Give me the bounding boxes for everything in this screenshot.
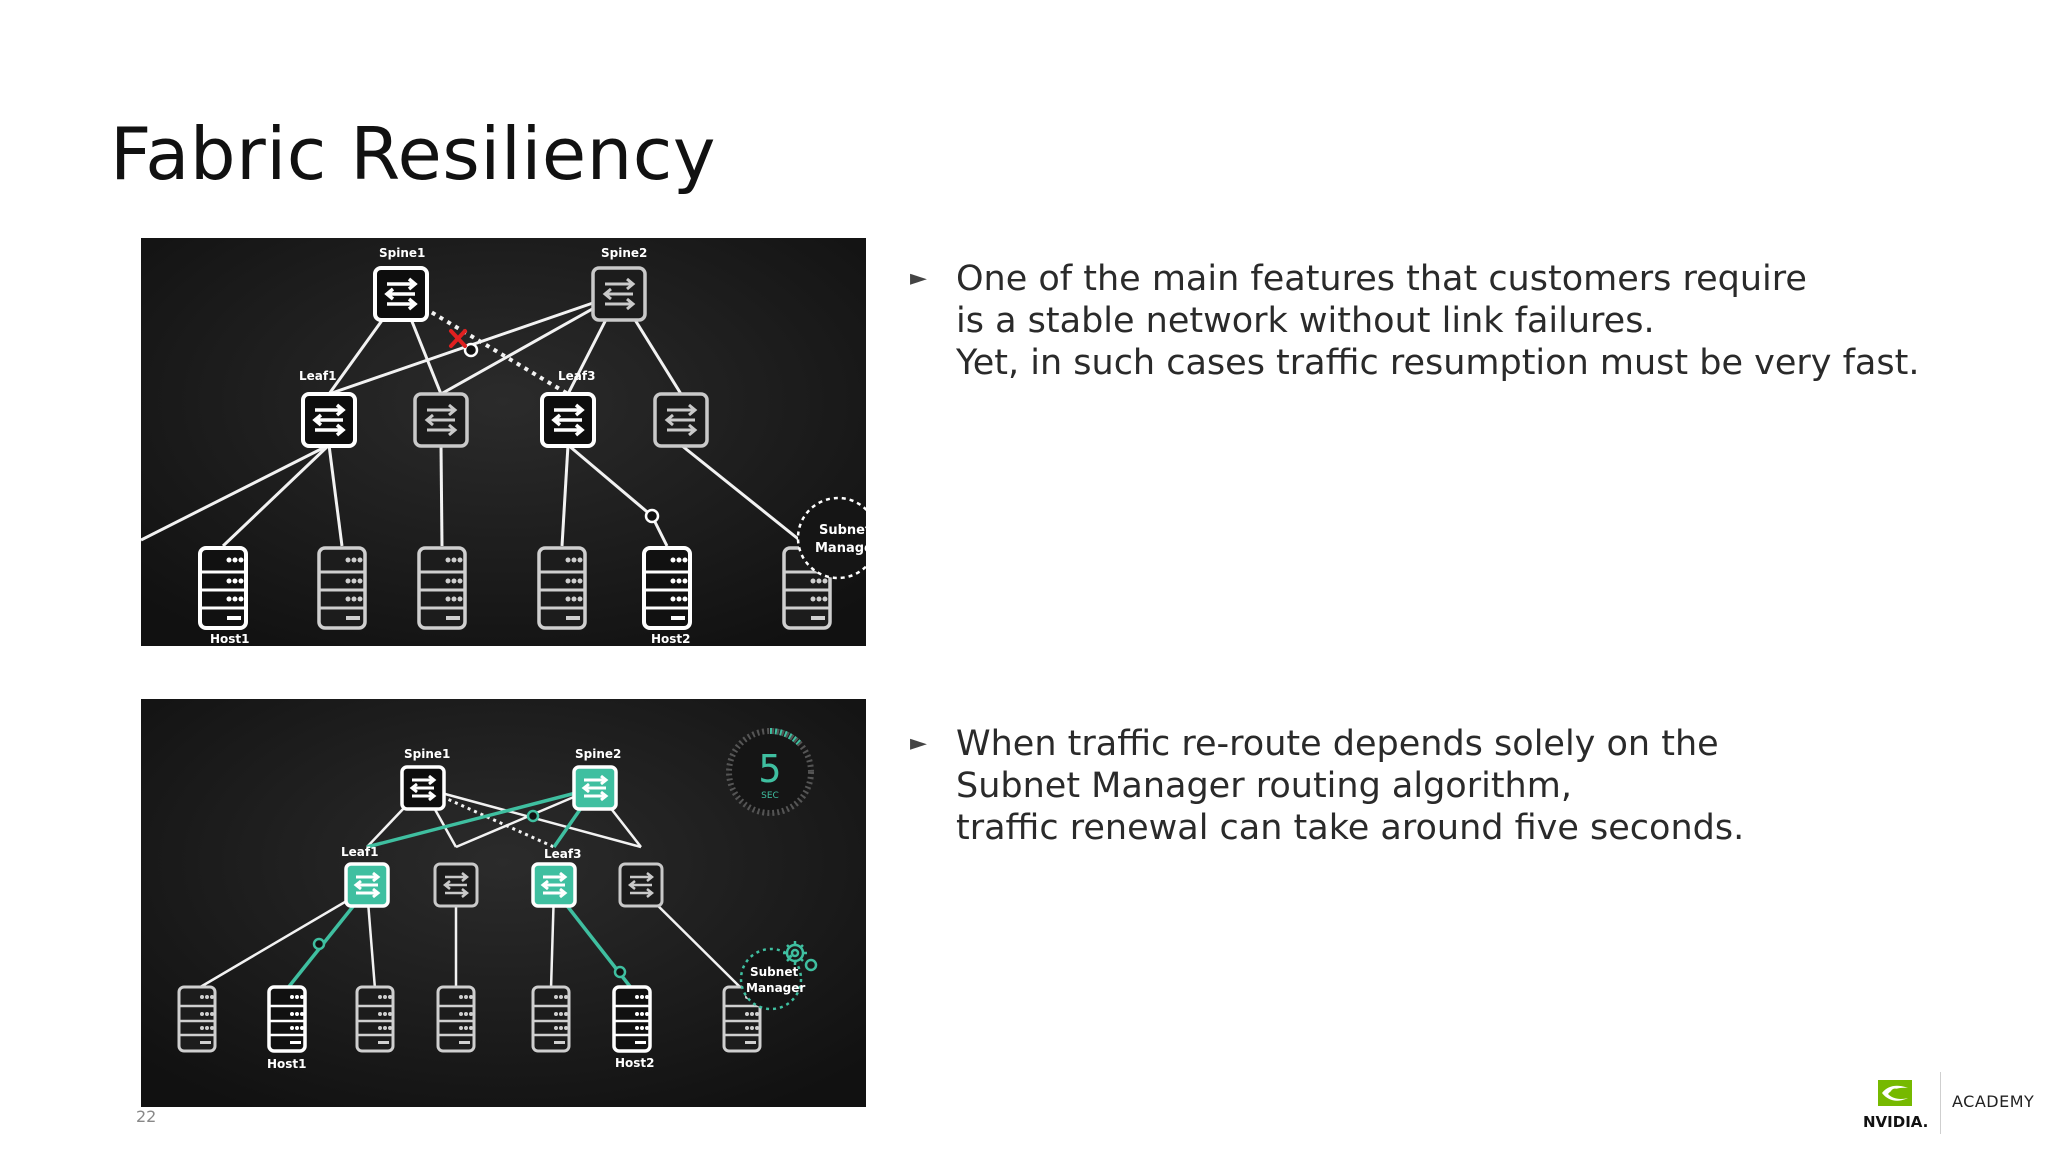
academy-label: ACADEMY: [1952, 1092, 2035, 1111]
leaf3-switch-icon: [540, 392, 596, 448]
leaf4-switch-icon: [653, 392, 709, 448]
server-icon: [537, 546, 587, 630]
host1-label: Host1: [210, 632, 250, 646]
bullet-point-2: ► When traffic re-route depends solely o…: [910, 723, 1970, 849]
link-endpoint: [613, 965, 627, 979]
host1-server-icon: [198, 546, 248, 630]
nvidia-logo: NVIDIA.: [1863, 1080, 1928, 1131]
timer-unit: SEC: [761, 791, 779, 801]
link-endpoint: [463, 342, 479, 358]
subnet-manager-label-2: Manage: [815, 541, 866, 556]
spine2-switch-icon: [591, 266, 647, 322]
fabric-diagram-reroute: Subnet Manager 5 SEC Spine1 Spine2 Leaf1…: [141, 699, 866, 1107]
server-icon: [531, 985, 571, 1053]
leaf1-switch-icon: [344, 862, 390, 908]
host1-server-icon: [267, 985, 307, 1053]
link-failure-x-icon: [449, 329, 467, 348]
server-icon: [355, 985, 395, 1053]
spine1-label: Spine1: [379, 246, 425, 260]
bullet-point-1: ► One of the main features that customer…: [910, 258, 1970, 384]
spine1-label: Spine1: [404, 747, 450, 761]
bullet-1-line-3: Yet, in such cases traffic resumption mu…: [956, 343, 1920, 383]
host2-label: Host2: [651, 632, 691, 646]
spine1-switch-icon: [373, 266, 429, 322]
host1-label: Host1: [267, 1057, 307, 1071]
spine2-switch-icon: [572, 765, 618, 811]
link-endpoint: [312, 937, 326, 951]
server-icon: [317, 546, 367, 630]
spine2-label: Spine2: [575, 747, 621, 761]
link-endpoint: [644, 508, 660, 524]
link-endpoint: [526, 809, 540, 823]
subnet-manager-label-1: Subnet: [750, 965, 798, 979]
leaf3-switch-icon: [531, 862, 577, 908]
bullet-1-line-2: is a stable network without link failure…: [956, 301, 1655, 341]
leaf2-switch-icon: [413, 392, 469, 448]
leaf3-label: Leaf3: [558, 369, 595, 383]
bullet-arrow-icon: ►: [910, 731, 927, 756]
bullet-2-line-3: traffic renewal can take around five sec…: [956, 808, 1745, 848]
spine2-label: Spine2: [601, 246, 647, 260]
leaf1-label: Leaf1: [299, 369, 336, 383]
nvidia-eye-icon: [1878, 1080, 1912, 1106]
leaf2-switch-icon: [433, 862, 479, 908]
leaf1-label: Leaf1: [341, 845, 378, 859]
host2-server-icon: [642, 546, 692, 630]
bullet-2-line-2: Subnet Manager routing algorithm,: [956, 766, 1572, 806]
bullet-1-line-1: One of the main features that customers …: [956, 259, 1807, 299]
server-icon: [436, 985, 476, 1053]
host2-server-icon: [612, 985, 652, 1053]
subnet-manager-circle: [739, 947, 803, 1011]
timer-icon: [726, 727, 814, 816]
subnet-manager-circle: [796, 496, 866, 580]
footer-divider: [1940, 1072, 1941, 1134]
server-icon: [417, 546, 467, 630]
server-icon: [177, 985, 217, 1053]
spine1-switch-icon: [400, 765, 446, 811]
gear-icon: [783, 941, 818, 972]
nvidia-wordmark: NVIDIA.: [1863, 1113, 1928, 1131]
subnet-manager-label-1: Subnet: [819, 523, 866, 538]
bullet-2-line-1: When traffic re-route depends solely on …: [956, 724, 1719, 764]
leaf1-switch-icon: [301, 392, 357, 448]
page-number: 22: [136, 1107, 157, 1126]
slide-title: Fabric Resiliency: [110, 112, 716, 196]
failed-link: [399, 292, 570, 396]
fabric-diagram-link-failure: Subnet Manage Spine1 Spine2 Leaf1 Leaf3 …: [141, 238, 866, 646]
leaf4-switch-icon: [618, 862, 664, 908]
host2-label: Host2: [615, 1056, 655, 1070]
timer-value: 5: [759, 747, 782, 791]
subnet-manager-label-2: Manager: [746, 981, 805, 995]
bullet-arrow-icon: ►: [910, 266, 927, 291]
leaf3-label: Leaf3: [544, 847, 581, 861]
